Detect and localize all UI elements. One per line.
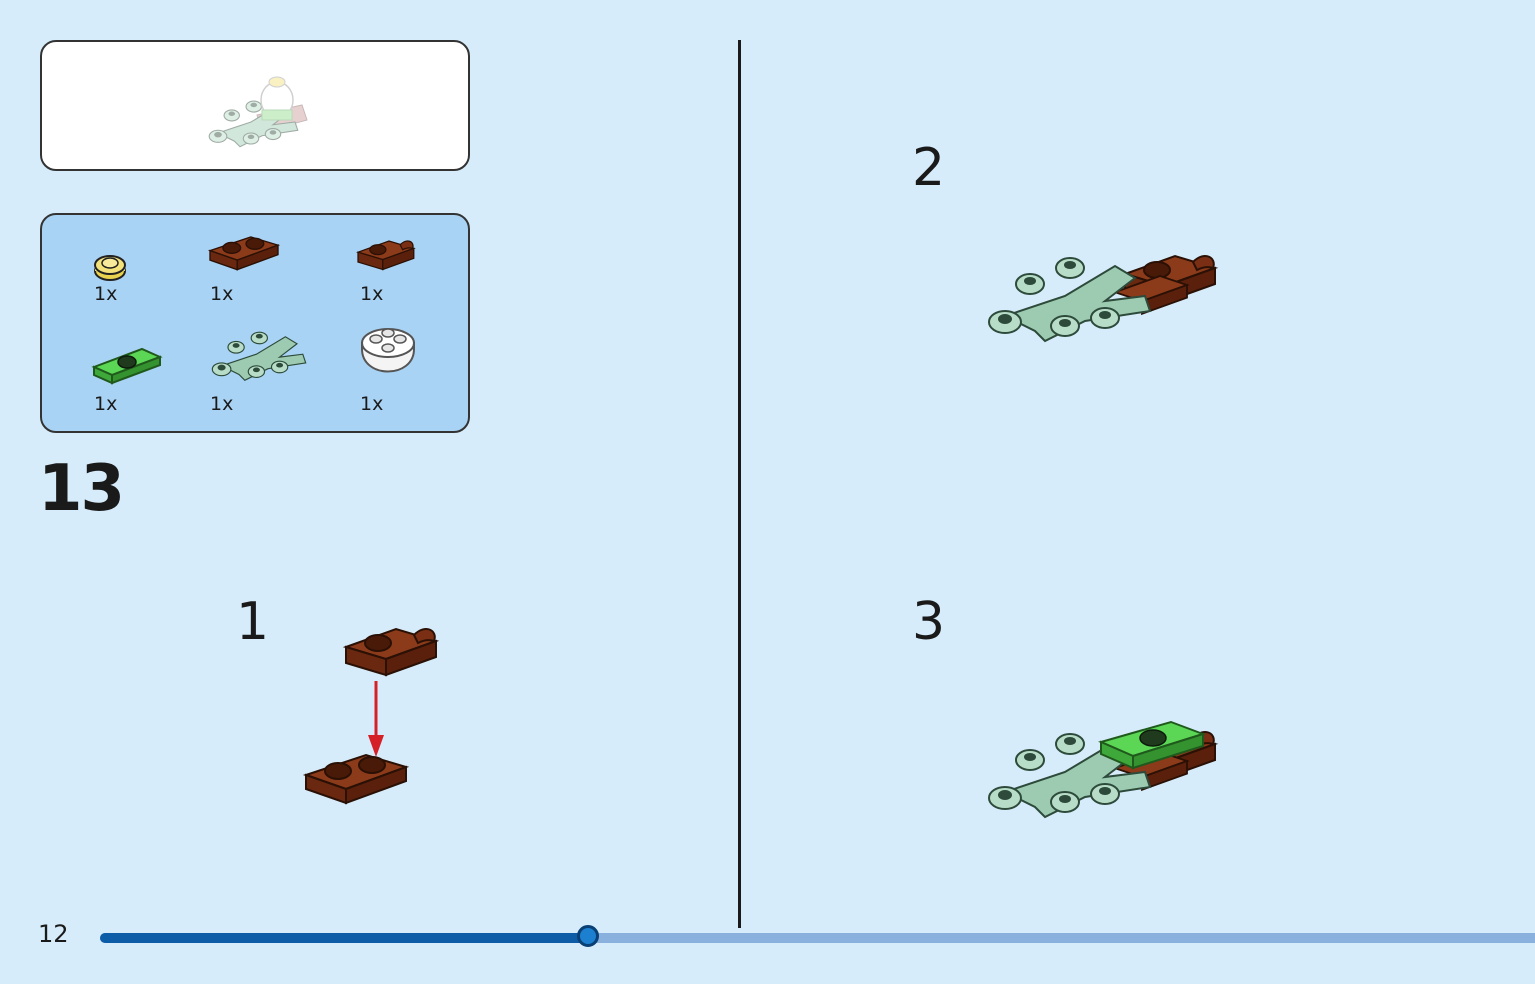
green-jumper-plate-icon [91, 347, 163, 385]
substep-3-illustration [988, 720, 1216, 818]
progress-knob [577, 925, 599, 947]
progress-fill [100, 933, 588, 943]
brown-plate-1x2-icon [209, 236, 279, 271]
green-jumper-plate-placed [1098, 720, 1207, 770]
part-qty: 1x [94, 283, 118, 305]
assembly-preview-icon [208, 76, 308, 148]
brown-clip-plate-icon [357, 240, 415, 271]
part-qty: 1x [94, 393, 118, 415]
sand-green-leaf-icon [211, 331, 307, 381]
part-qty: 1x [360, 283, 384, 305]
parts-list-panel: 1x 1x 1x 1x 1x 1x [40, 213, 470, 433]
page-divider [738, 40, 741, 928]
substep-number-2: 2 [912, 138, 946, 198]
substep-number-1: 1 [236, 592, 270, 652]
step-number: 13 [38, 452, 125, 526]
assembly-preview-panel [40, 40, 470, 171]
progress-track [100, 933, 1535, 943]
part-qty: 1x [360, 393, 384, 415]
arrow-head-icon [368, 735, 384, 757]
yellow-round-plate-icon [94, 255, 126, 281]
substep-1-illustration [305, 627, 437, 804]
substep-number-3: 3 [912, 592, 946, 652]
part-qty: 1x [210, 393, 234, 415]
part-qty: 1x [210, 283, 234, 305]
page-number: 12 [38, 920, 69, 948]
white-round-brick-icon [361, 328, 415, 373]
substep-2-illustration [988, 254, 1216, 342]
